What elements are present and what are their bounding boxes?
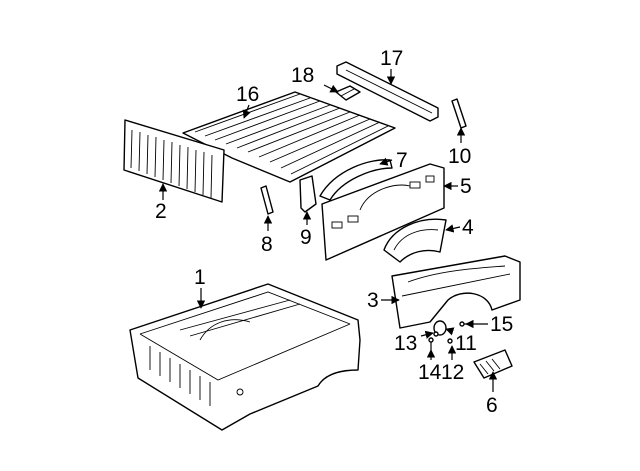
pickup-box bbox=[129, 283, 361, 431]
outer-side-panel bbox=[391, 255, 521, 329]
callout-9: 9 bbox=[300, 226, 312, 249]
callout-1: 1 bbox=[194, 266, 206, 289]
tailgate-panel bbox=[123, 119, 225, 203]
corner-bracket-right bbox=[451, 98, 467, 129]
corner-pillar bbox=[299, 175, 317, 213]
wheelhouse-liner bbox=[319, 159, 393, 201]
front-cross-sill bbox=[336, 61, 439, 122]
wheelhouse bbox=[383, 218, 447, 263]
callout-18: 18 bbox=[291, 64, 314, 87]
callout-2: 2 bbox=[155, 200, 167, 223]
small-fastener bbox=[447, 338, 453, 344]
callout-3: 3 bbox=[367, 289, 379, 312]
callout-17: 17 bbox=[380, 47, 403, 70]
callout-6: 6 bbox=[486, 394, 498, 417]
callout-12: 12 bbox=[441, 361, 464, 384]
callout-16: 16 bbox=[236, 83, 259, 106]
callout-7: 7 bbox=[396, 149, 408, 172]
bracket bbox=[335, 85, 361, 101]
screw bbox=[428, 337, 434, 350]
callout-15: 15 bbox=[490, 313, 513, 336]
step-pad bbox=[473, 349, 513, 379]
callout-labels: 1 2 3 4 5 6 7 8 9 10 11 12 13 14 15 16 1… bbox=[155, 47, 513, 417]
callout-11: 11 bbox=[455, 332, 477, 355]
callout-10: 10 bbox=[448, 145, 471, 168]
callout-4: 4 bbox=[462, 216, 474, 239]
callout-14: 14 bbox=[418, 361, 442, 384]
leader-lines bbox=[158, 69, 498, 392]
callout-13: 13 bbox=[394, 332, 417, 355]
clip bbox=[433, 331, 439, 337]
callout-8: 8 bbox=[261, 233, 273, 256]
callout-5: 5 bbox=[460, 175, 472, 198]
corner-bracket-left bbox=[260, 185, 274, 215]
